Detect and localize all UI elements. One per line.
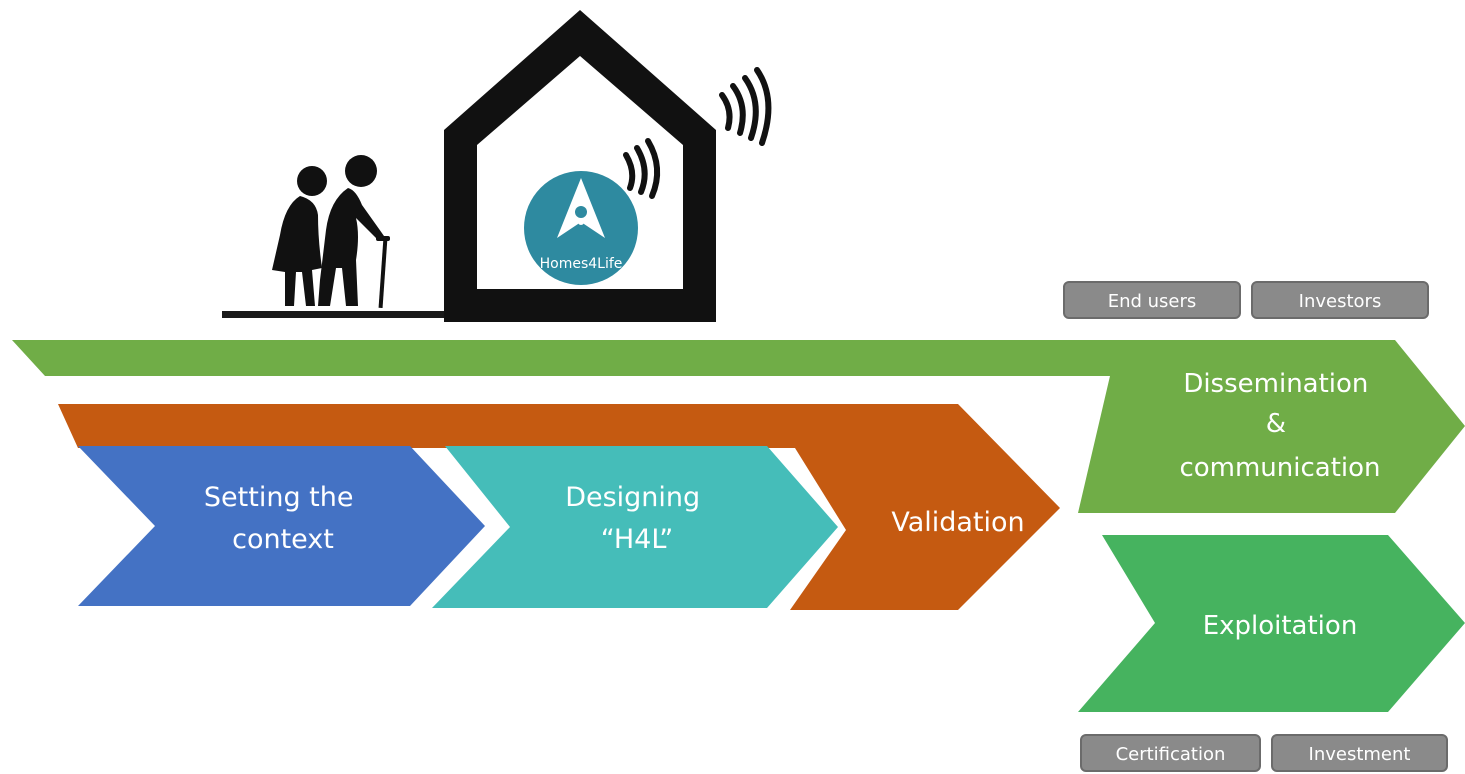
stage-designing-arrow bbox=[432, 446, 838, 608]
stage-dissemination-arrow bbox=[12, 340, 1465, 513]
stage-dissemination-label: Dissemination & communication bbox=[1179, 369, 1380, 483]
wifi-signal-icon bbox=[623, 67, 772, 199]
stage-exploitation-label: Exploitation bbox=[1203, 611, 1358, 641]
tag-investment: Investment bbox=[1271, 734, 1448, 772]
tag-investors: Investors bbox=[1251, 281, 1429, 319]
ground-line bbox=[222, 311, 462, 318]
stage-validation-label: Validation bbox=[891, 507, 1024, 538]
tag-end-users: End users bbox=[1063, 281, 1241, 319]
house-icon bbox=[444, 10, 716, 322]
homes4life-logo: Homes4Life bbox=[524, 171, 638, 285]
tag-certification: Certification bbox=[1080, 734, 1261, 772]
stage-validation-arrow bbox=[58, 404, 1060, 610]
stage-designing-label: Designing “H4L” bbox=[565, 482, 709, 555]
stage-exploitation-arrow bbox=[1078, 535, 1465, 712]
elderly-couple-icon bbox=[272, 155, 390, 309]
stage-setting-context-arrow bbox=[78, 446, 485, 606]
stage-setting-context-label: Setting the context bbox=[204, 482, 362, 555]
logo-text: Homes4Life bbox=[540, 256, 623, 272]
